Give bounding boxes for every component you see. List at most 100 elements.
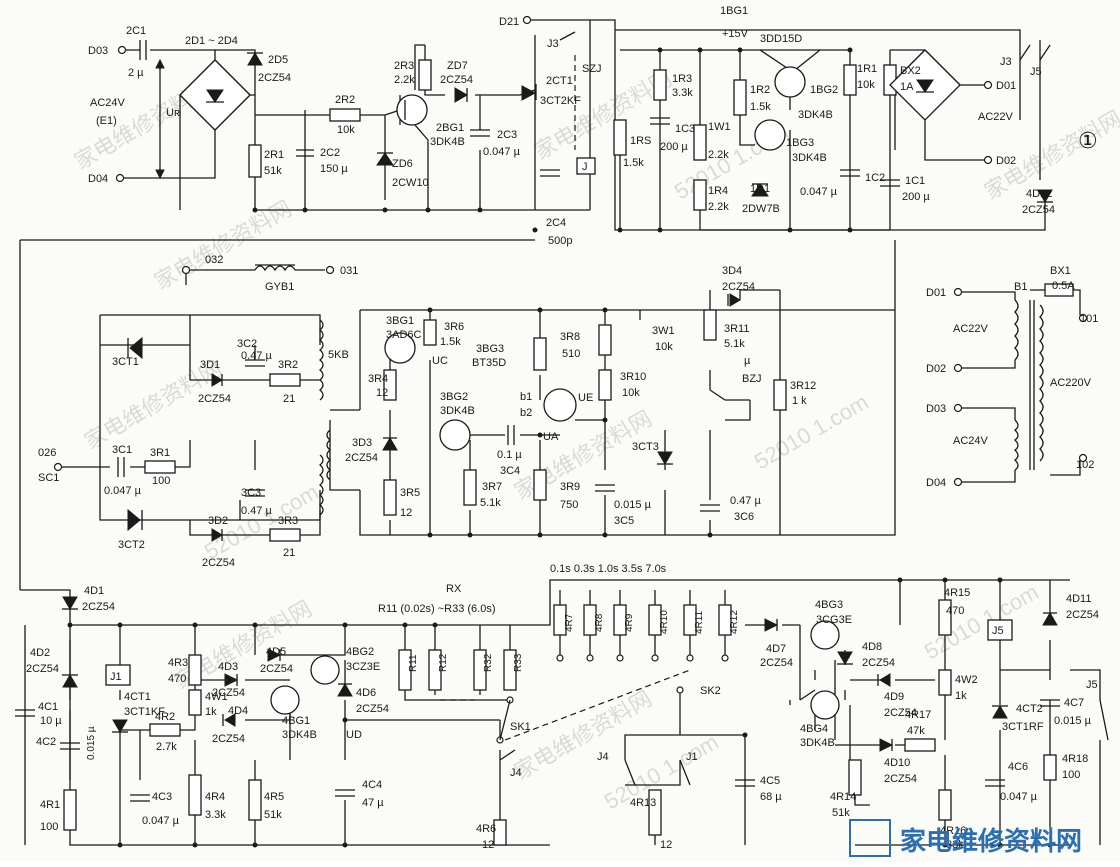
comp-4r18: 4R18 (1062, 753, 1088, 765)
value-3d1: 2CZ54 (198, 393, 231, 405)
label-rx: RX (446, 583, 462, 595)
comp-3c5: 3C5 (614, 515, 634, 527)
comp-2r1: 2R1 (264, 149, 284, 161)
comp-3r1: 3R1 (150, 447, 170, 459)
value-4r6: 12 (482, 839, 494, 851)
comp-4ct1: 4CT1 (124, 691, 151, 703)
value-3r10: 10k (622, 387, 640, 399)
label-sk2: SK2 (700, 685, 721, 697)
label-ud: UD (346, 729, 362, 741)
comp-r12: R12 (438, 653, 449, 672)
comp-3ct2: 3CT2 (118, 539, 145, 551)
comp-4r6: 4R6 (476, 823, 496, 835)
value-4bg1: 3DK4B (282, 729, 317, 741)
comp-4c3: 4C3 (152, 791, 172, 803)
comp-4r11: 4R11 (694, 610, 705, 634)
value-3r6: 1.5k (440, 336, 461, 348)
section-transformer: D01 D02 D03 D04 AC22V AC24V AC220V B1 BX… (926, 265, 1098, 489)
comp-2ct1: 2CT1 (546, 75, 573, 87)
comp-j4: J4 (510, 767, 522, 779)
value-2bg1: 3DK4B (430, 136, 465, 148)
label-ua: UA (543, 431, 559, 443)
value-4d7: 2CZ54 (760, 657, 793, 669)
section-pulse-generator: 032 031 GYB1 5KB 3CT1 3C2 0.47 µ 3D1 2CZ… (19, 239, 896, 590)
comp-3r12: 3R12 (790, 380, 816, 392)
terminal-d02: D02 (996, 155, 1016, 167)
value-1r1: 10k (857, 79, 875, 91)
value-4bg3: 3CG3E (816, 614, 852, 626)
comp-3bg1: 3BG1 (386, 315, 414, 327)
comp-1r4: 1R4 (708, 185, 728, 197)
comp-4r2: 4R2 (155, 711, 175, 723)
comp-3w1: 3W1 (652, 325, 675, 337)
comp-2c3: 2C3 (497, 129, 517, 141)
label-time-taps: 0.1s 0.3s 1.0s 3.5s 7.0s (550, 563, 667, 575)
value-4d10: 2CZ54 (884, 773, 917, 785)
value-3r4: 12 (376, 387, 388, 399)
comp-4bg1: 4BG1 (282, 715, 310, 727)
value-1c3: 200 µ (660, 141, 688, 153)
comp-4r5: 4R5 (264, 791, 284, 803)
label-ac24v: AC24V (90, 97, 126, 109)
value-4r1: 100 (40, 821, 58, 833)
value-4d11: 2CZ54 (1066, 609, 1099, 621)
section-timer-left: 4D1 2CZ54 4D2 2CZ54 4C1 10 µ 4C2 0.015 µ… (15, 579, 1070, 851)
comp-3c2: 3C2 (237, 338, 257, 350)
value-2ct1: 3CT2KF (540, 95, 581, 107)
value-3bg3: BT35D (472, 357, 506, 369)
value-2c3: 0.047 µ (483, 146, 521, 158)
terminal-101: 101 (1080, 313, 1098, 325)
comp-3r2: 3R2 (278, 359, 298, 371)
site-logo: 家电维修资料网 (849, 819, 1082, 857)
comp-1r3: 1R3 (672, 73, 692, 85)
value-1c2: 0.047 µ (800, 186, 838, 198)
comp-j5-top: J5 (1030, 66, 1042, 78)
value-1r3: 3.3k (672, 87, 693, 99)
comp-2bg1: 2BG1 (436, 122, 464, 134)
value-3d2: 2CZ54 (202, 557, 235, 569)
comp-1c1: 1C1 (905, 175, 925, 187)
comp-4d12: 4D12 (1026, 188, 1052, 200)
label-ac22v-b: AC22V (953, 323, 989, 335)
comp-4r4: 4R4 (205, 791, 225, 803)
comp-4r9: 4R9 (624, 613, 635, 632)
value-3r8: 510 (562, 348, 580, 360)
terminal-031: 031 (340, 265, 358, 277)
value-zd6: 2CW10 (392, 177, 429, 189)
comp-4r13: 4R13 (630, 797, 656, 809)
label-mu: µ (744, 355, 751, 367)
value-4bg2: 3CZ3E (346, 661, 380, 673)
comp-3r3: 3R3 (278, 515, 298, 527)
label-szj: SZJ (582, 63, 602, 75)
comp-3r7: 3R7 (482, 481, 502, 493)
value-2c2: 150 µ (320, 163, 348, 175)
comp-j1-b: J1 (686, 751, 698, 763)
value-2r1: 51k (264, 165, 282, 177)
comp-2c4: 2C4 (546, 217, 566, 229)
label-bzj: BZJ (742, 373, 762, 385)
comp-3c1: 3C1 (112, 444, 132, 456)
comp-r33: R33 (513, 653, 524, 672)
value-4r15: 470 (946, 605, 964, 617)
comp-j5: J5 (992, 625, 1004, 637)
value-3bg1: 3AD6C (386, 329, 422, 341)
comp-3ct1: 3CT1 (112, 356, 139, 368)
value-bx2: 1A (900, 81, 914, 93)
terminal-026: 026 (38, 447, 56, 459)
comp-3d4: 3D4 (722, 265, 742, 277)
value-4c3: 0.047 µ (142, 815, 180, 827)
terminal-d03-b: D03 (926, 403, 946, 415)
value-3d3: 2CZ54 (345, 452, 378, 464)
value-2c1: 2 µ (128, 67, 144, 79)
comp-2r2: 2R2 (335, 94, 355, 106)
comp-3d2: 3D2 (208, 515, 228, 527)
value-3r7: 5.1k (480, 497, 501, 509)
value-4ct1: 3CT1KF (124, 706, 165, 718)
label-uc: UC (432, 355, 448, 367)
comp-2d1-2d4: 2D1 ~ 2D4 (185, 35, 238, 47)
comp-4r10: 4R10 (659, 610, 670, 634)
terminal-102: 102 (1076, 459, 1094, 471)
section-timer-right: 0.1s 0.3s 1.0s 3.5s 7.0s 4R7 4R8 4R9 4R1… (550, 563, 1109, 851)
logo-text: 家电维修资料网 (900, 826, 1082, 856)
